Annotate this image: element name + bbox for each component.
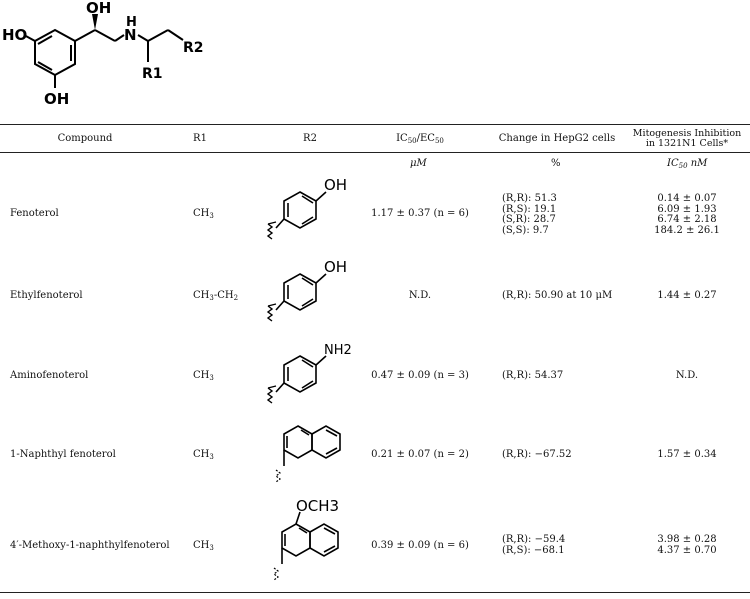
row-fenoterol-hepg2-rs: (R,S): 19.1 — [502, 203, 557, 215]
row-fenoterol-r2-label: OH — [324, 176, 347, 194]
row-methoxynaphthyl-hepg2: (R,R): −59.4 (R,S): −68.1 — [502, 534, 566, 556]
row-methoxynaphthyl-mito-rs: 4.37 ± 0.70 — [657, 544, 717, 556]
row-aminofenoterol-r2-label: NH2 — [324, 343, 352, 358]
header-mito-line1: Mitogenesis Inhibition — [632, 128, 742, 139]
row-fenoterol-r2-phenol-structure: OH — [266, 176, 347, 240]
scaffold-h-label: H — [126, 15, 137, 30]
scaffold-r1-label: R1 — [142, 66, 163, 82]
row-fenoterol-hepg2-sr: (S,R): 28.7 — [502, 214, 556, 225]
row-methoxynaphthyl-ic50: 0.39 ± 0.09 (n = 6) — [371, 540, 469, 551]
row-fenoterol-hepg2-rr: (R,R): 51.3 — [502, 193, 557, 204]
row-ethylfenoterol-r2-phenol-structure: OH — [266, 258, 347, 322]
row-fenoterol-mito: 0.14 ± 0.07 6.09 ± 1.93 6.74 ± 2.18 184.… — [628, 193, 746, 236]
row-methoxynaphthyl-hepg2-rs: (R,S): −68.1 — [502, 544, 565, 556]
unit-ic50: μM — [410, 158, 427, 169]
row-ethylfenoterol-compound: Ethylfenoterol — [10, 290, 83, 301]
header-r2: R2 — [303, 133, 317, 144]
row-naphthyl-mito: 1.57 ± 0.34 — [657, 449, 717, 460]
unit-hepg2: % — [551, 158, 561, 169]
row-methoxynaphthyl-compound: 4′-Methoxy-1-naphthylfenoterol — [10, 540, 170, 551]
row-ethylfenoterol-ic50: N.D. — [408, 290, 432, 301]
row-fenoterol-mito-rs: 6.09 ± 1.93 — [657, 203, 717, 215]
scaffold-r2-label: R2 — [183, 40, 204, 56]
unit-mito: IC50 nM — [667, 158, 708, 170]
row-fenoterol-hepg2-ss: (S,S): 9.7 — [502, 224, 549, 236]
row-naphthyl-r2-naphthalene-structure — [275, 425, 341, 483]
row-methoxynaphthyl-r1: CH3 — [193, 540, 214, 552]
table-bottom-rule — [0, 592, 750, 593]
row-naphthyl-hepg2: (R,R): −67.52 — [502, 449, 572, 460]
row-naphthyl-compound: 1-Naphthyl fenoterol — [10, 449, 116, 460]
row-methoxynaphthyl-r2-methoxynaphthalene-structure: OCH3 — [273, 497, 339, 581]
row-ethylfenoterol-hepg2: (R,R): 50.90 at 10 μM — [502, 290, 613, 301]
row-naphthyl-ic50: 0.21 ± 0.07 (n = 2) — [371, 449, 469, 460]
row-ethylfenoterol-r1: CH3-CH2 — [193, 290, 239, 302]
row-aminofenoterol-mito: N.D. — [675, 370, 699, 381]
row-naphthyl-r1: CH3 — [193, 449, 214, 461]
header-r1: R1 — [193, 133, 207, 144]
header-bottom-rule — [0, 152, 750, 153]
header-ic50: IC50/EC50 — [396, 133, 444, 145]
scaffold-oh-bottom-label: OH — [44, 90, 69, 108]
scaffold-nh-label: N — [124, 26, 137, 44]
row-fenoterol-compound: Fenoterol — [10, 208, 59, 219]
row-fenoterol-mito-sr: 6.74 ± 2.18 — [657, 214, 717, 225]
row-aminofenoterol-r2-aniline-structure: NH2 — [266, 343, 352, 404]
scaffold-oh-top-label: OH — [86, 0, 111, 17]
row-methoxynaphthyl-hepg2-rr: (R,R): −59.4 — [502, 534, 566, 545]
fenoterol-scaffold-structure: HO OH N H R2 R1 OH — [2, 0, 204, 108]
header-compound: Compound — [57, 133, 113, 144]
row-ethylfenoterol-mito: 1.44 ± 0.27 — [657, 290, 717, 301]
row-aminofenoterol-hepg2: (R,R): 54.37 — [502, 370, 564, 381]
row-fenoterol-ic50: 1.17 ± 0.37 (n = 6) — [371, 208, 469, 219]
scaffold-ho-label: HO — [2, 26, 27, 44]
row-ethylfenoterol-r2-label: OH — [324, 258, 347, 276]
row-fenoterol-mito-rr: 0.14 ± 0.07 — [657, 193, 717, 204]
header-hepg2: Change in HepG2 cells — [498, 133, 616, 144]
row-methoxynaphthyl-mito: 3.98 ± 0.28 4.37 ± 0.70 — [628, 534, 746, 556]
row-fenoterol-hepg2: (R,R): 51.3 (R,S): 19.1 (S,R): 28.7 (S,S… — [502, 193, 557, 236]
row-fenoterol-mito-ss: 184.2 ± 26.1 — [654, 224, 720, 236]
row-aminofenoterol-r1: CH3 — [193, 370, 214, 382]
table-top-rule — [0, 124, 750, 125]
row-aminofenoterol-ic50: 0.47 ± 0.09 (n = 3) — [371, 370, 469, 381]
row-methoxynaphthyl-mito-rr: 3.98 ± 0.28 — [657, 534, 717, 545]
row-fenoterol-r1: CH3 — [193, 208, 214, 220]
row-methoxynaphthyl-r2-label: OCH3 — [296, 497, 339, 515]
header-mito-line2: in 1321N1 Cells* — [645, 138, 729, 149]
row-aminofenoterol-compound: Aminofenoterol — [10, 370, 89, 381]
